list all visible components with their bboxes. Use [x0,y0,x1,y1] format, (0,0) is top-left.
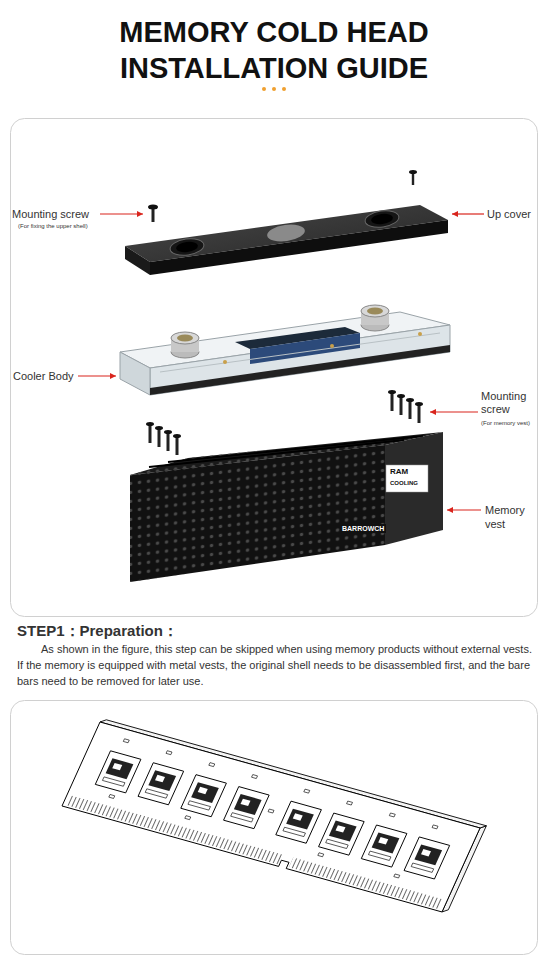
figure-panel [11,701,538,955]
part-label: Cooler Body [13,369,74,383]
step-paragraph: As shown in the figure, this step can be… [17,641,534,689]
leader-arrow [78,214,484,510]
badge-text: COOLING [390,479,418,487]
part-note: (For fixing the upper shell) [18,222,88,230]
up-cover [125,205,448,275]
part-label: Mounting screw [481,390,539,416]
step-heading: STEP1：Preparation： [17,621,178,640]
memory-vest [130,432,443,582]
cooler-body [120,305,450,395]
memory-stick [62,718,486,913]
figure-panel [11,119,538,617]
brand-mark: BARROWCH [340,524,386,533]
part-note: (For memory vest) [481,419,543,427]
part-label: Memory vest [485,503,535,531]
badge-text: RAM [390,467,408,477]
title-dots [262,87,286,91]
page-title: MEMORY COLD HEAD INSTALLATION GUIDE [94,14,454,86]
part-label: Mounting screw [12,207,89,221]
part-label: Up cover [487,207,531,221]
